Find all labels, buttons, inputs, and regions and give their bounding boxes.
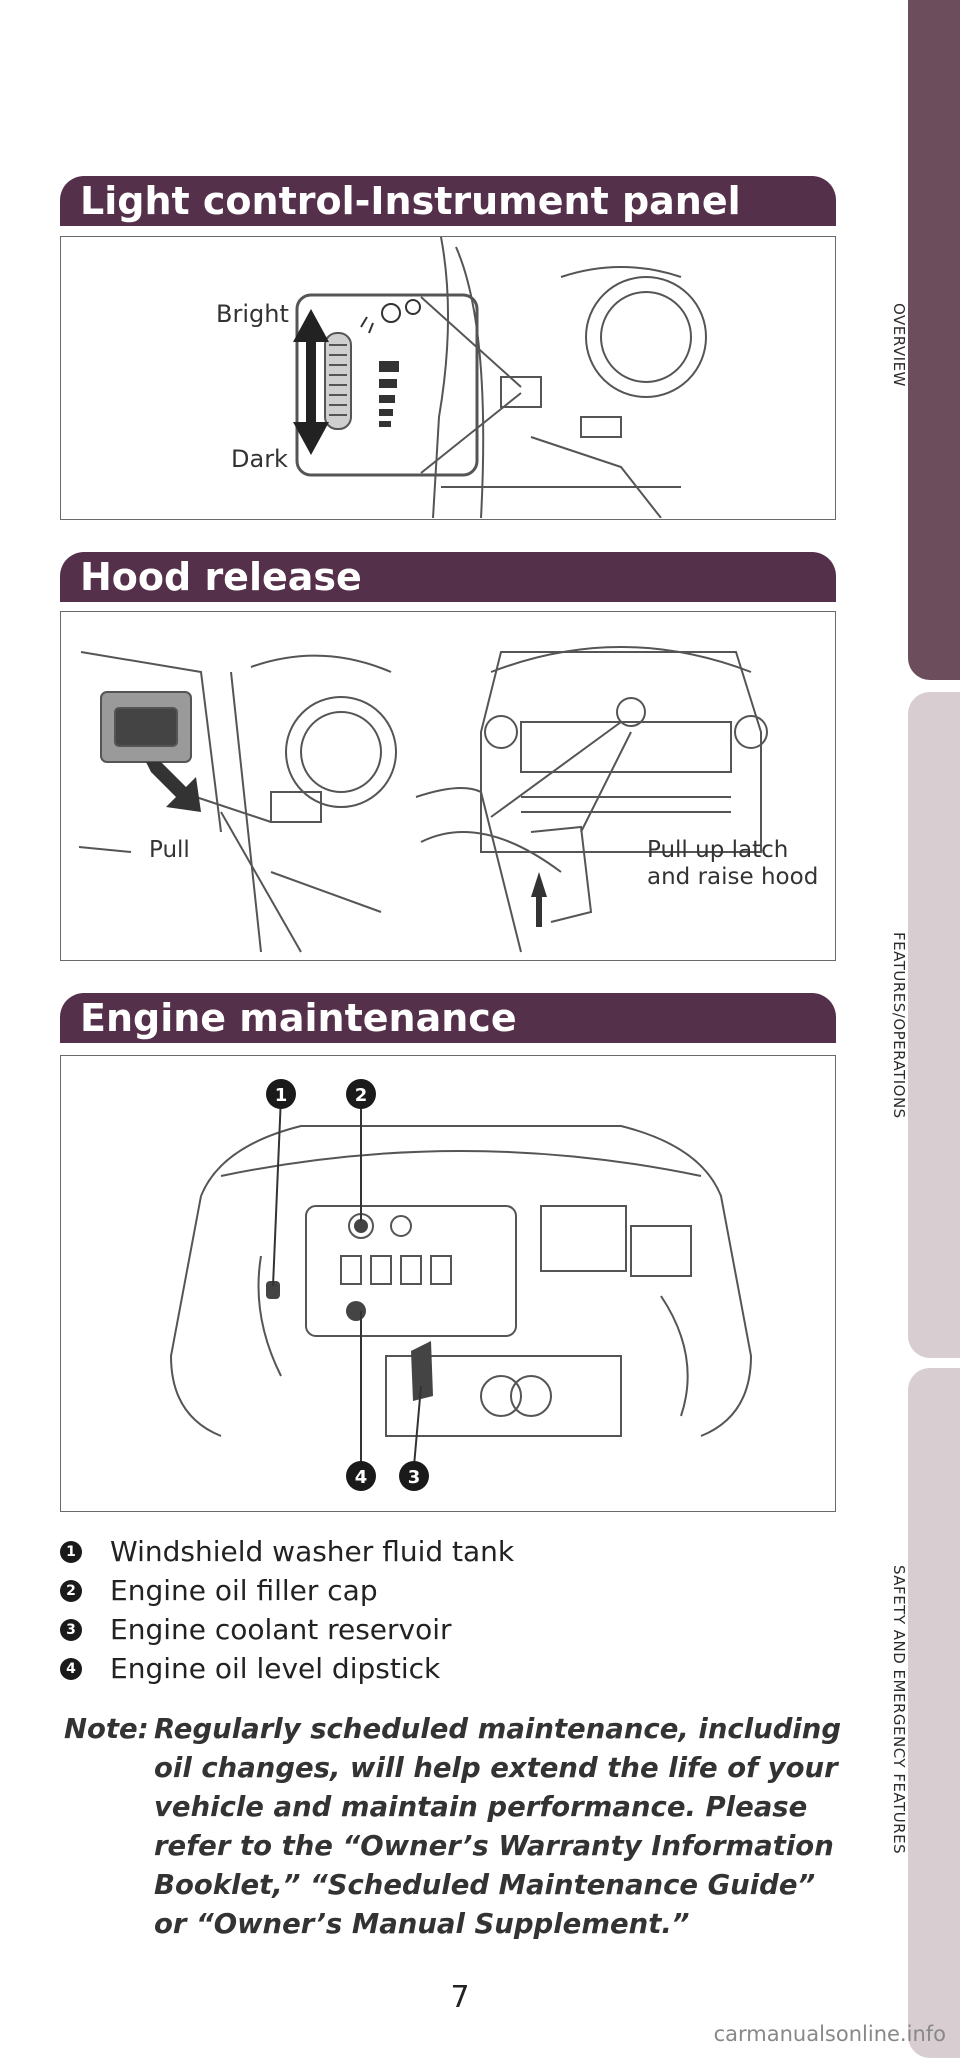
svg-text:1: 1 (275, 1085, 288, 1106)
light-control-illustration: Bright Dark (216, 236, 707, 519)
pull-label: Pull (149, 837, 190, 863)
side-tab-overview-bg[interactable] (908, 0, 960, 680)
callout-2: 2 (346, 1079, 376, 1109)
side-tab-safety-label[interactable]: SAFETY AND EMERGENCY FEATURES (890, 1565, 908, 1855)
side-tab-overview-label[interactable]: OVERVIEW (890, 303, 908, 387)
legend-badge: 1 (60, 1540, 82, 1563)
engine-legend: 1 Windshield washer fluid tank 2 Engine … (60, 1532, 820, 1688)
latch-label-line1: Pull up latch (647, 837, 788, 863)
callout-3: 3 (399, 1461, 429, 1491)
note-text: Regularly scheduled maintenance, includi… (154, 1713, 842, 1940)
light-control-figure: Bright Dark (60, 236, 836, 520)
watermark: carmanualsonline.info (713, 2022, 946, 2046)
legend-text: Engine oil filler cap (110, 1574, 378, 1607)
callout-1: 1 (266, 1079, 296, 1109)
svg-text:4: 4 (355, 1467, 368, 1488)
page-number: 7 (450, 1980, 470, 2015)
legend-text: Engine coolant reservoir (110, 1613, 452, 1646)
note-label: Note: (64, 1713, 149, 1745)
maintenance-note: Note: Regularly scheduled maintenance, i… (64, 1710, 844, 1944)
hood-release-header: Hood release (60, 552, 836, 602)
side-tab-features-bg[interactable] (908, 692, 960, 1358)
hood-release-figure: Pull Pull up latch and raise hood (60, 611, 836, 961)
side-tab-features-label[interactable]: FEATURES/OPERATIONS (890, 931, 908, 1119)
legend-item: 2 Engine oil filler cap (60, 1571, 820, 1610)
svg-text:2: 2 (355, 1085, 368, 1106)
legend-badge: 2 (60, 1579, 82, 1602)
legend-badge: 3 (60, 1618, 82, 1641)
hood-release-illustration: Pull Pull up latch and raise hood (78, 646, 818, 953)
legend-item: 1 Windshield washer fluid tank (60, 1532, 820, 1571)
svg-text:3: 3 (408, 1467, 421, 1488)
engine-bay-illustration: 1 2 3 4 (169, 1079, 753, 1491)
legend-text: Windshield washer fluid tank (110, 1535, 515, 1568)
callout-4: 4 (346, 1461, 376, 1491)
legend-badge: 4 (60, 1657, 82, 1680)
engine-maintenance-figure: 1 2 3 4 (60, 1055, 836, 1512)
legend-item: 3 Engine coolant reservoir (60, 1610, 820, 1649)
side-tab-safety-bg[interactable] (908, 1368, 960, 2058)
light-control-header: Light control-Instrument panel (60, 176, 836, 226)
legend-text: Engine oil level dipstick (110, 1652, 441, 1685)
dark-label: Dark (231, 445, 288, 473)
latch-label-line2: and raise hood (647, 864, 818, 890)
page-number-wrap: 7 (0, 1980, 960, 2015)
engine-maintenance-header: Engine maintenance (60, 993, 836, 1043)
legend-item: 4 Engine oil level dipstick (60, 1649, 820, 1688)
bright-label: Bright (216, 300, 289, 328)
